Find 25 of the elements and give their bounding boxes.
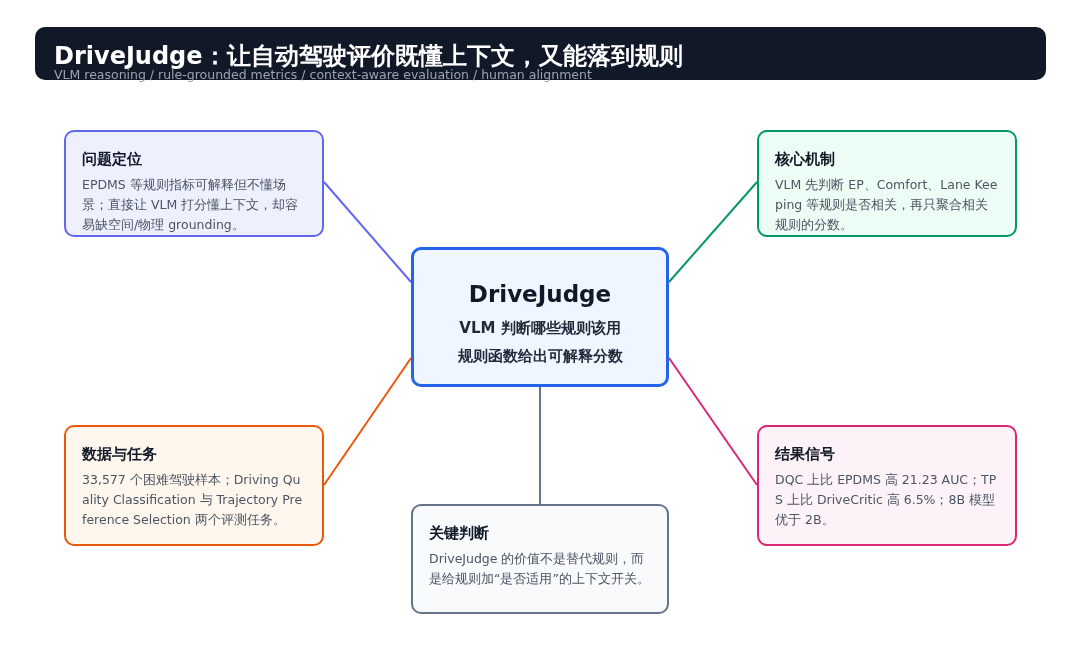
connector-line	[323, 181, 412, 283]
connector-line	[668, 181, 758, 283]
card-text: EPDMS 等规则指标可解释但不懂场景；直接让 VLM 打分懂上下文，却容易缺空间/物理 grounding。	[82, 176, 300, 234]
connector-line	[539, 386, 541, 505]
topic-card	[64, 130, 324, 237]
card-text: VLM 先判断 EP、Comfort、Lane Keeping 等规则是否相关，再只聚合相关规则的分数。	[775, 176, 999, 234]
central-line: VLM 判断哪些规则该用	[458, 318, 622, 339]
title: DriveJudge：让自动驾驶评价既懂上下文，又能落到规则	[54, 41, 683, 70]
topic-card	[411, 504, 669, 614]
card-text: DriveJudge 的价值不是替代规则，而是给规则加“是否适用”的上下文开关。	[429, 550, 651, 588]
card-text: 33,577 个困难驾驶样本；Driving Quality Classification 与 Trajectory Preference Selection 两个评测任务。	[82, 471, 304, 529]
topic-card	[757, 425, 1017, 546]
central-line: 规则函数给出可解释分数	[456, 346, 624, 367]
card-heading: 问题定位	[82, 149, 143, 170]
connector-line	[668, 357, 758, 486]
topic-card	[64, 425, 324, 546]
card-text: DQC 上比 EPDMS 高 21.23 AUC；TPS 上比 DriveCritic 高 6.5%；8B 模型优于 2B。	[775, 471, 998, 529]
card-heading: 核心机制	[775, 149, 836, 170]
card-heading: 数据与任务	[82, 444, 158, 465]
card-heading: 关键判断	[429, 523, 490, 544]
central-box	[411, 247, 669, 387]
topic-card	[757, 130, 1017, 237]
connector-line	[323, 357, 412, 486]
card-heading: 结果信号	[775, 444, 836, 465]
central-title: DriveJudge	[467, 280, 613, 309]
